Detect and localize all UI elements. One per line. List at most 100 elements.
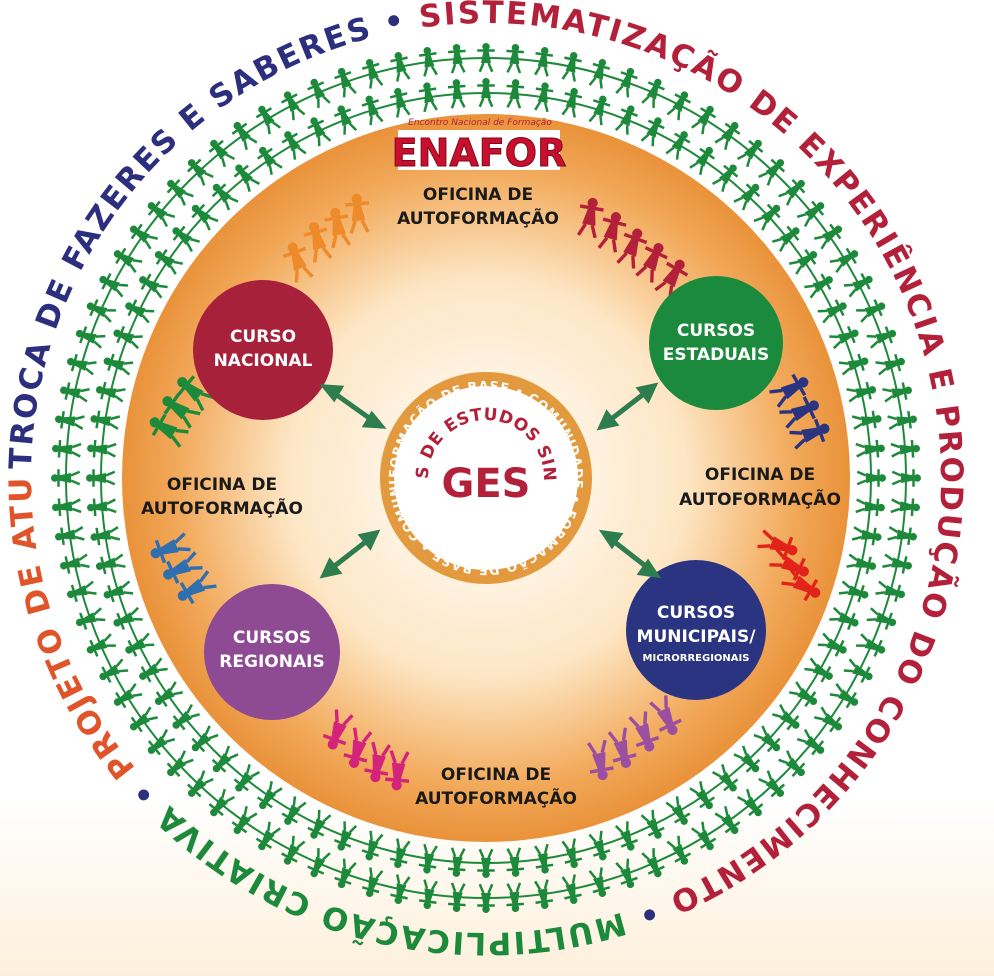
person-figure: [281, 796, 307, 825]
person-figure: [769, 548, 809, 581]
person-figure: [282, 242, 314, 283]
person-figure: [90, 410, 121, 430]
person-figure: [87, 439, 117, 458]
person-figure: [233, 764, 261, 792]
person-figure: [334, 105, 358, 135]
workshop-label-top: OFICINA DE AUTOFORMAÇÃO: [397, 185, 559, 229]
person-figure: [736, 788, 764, 817]
person-figure: [211, 745, 239, 773]
person-figure: [477, 43, 495, 73]
person-figure: [534, 82, 554, 113]
person-figure: [125, 299, 155, 324]
person-figure: [166, 178, 194, 206]
person-figure: [95, 553, 126, 575]
course-municipais: CURSOS MUNICIPAIS/ MICRORREGIONAIS: [626, 560, 766, 700]
person-figure: [390, 52, 411, 82]
person-figure: [887, 526, 917, 546]
person-figure: [163, 551, 203, 584]
person-figure: [628, 711, 660, 752]
person-figure: [172, 225, 200, 253]
person-figure: [506, 44, 524, 74]
person-figure: [597, 212, 627, 253]
person-figure: [186, 158, 214, 186]
person-figure: [586, 739, 614, 781]
person-figure: [506, 847, 525, 877]
course-regionais-line1: CURSOS: [233, 628, 311, 648]
person-figure: [334, 821, 358, 851]
person-figure: [477, 78, 495, 108]
person-figure: [477, 848, 495, 878]
person-figure: [447, 847, 466, 877]
person-figure: [843, 272, 873, 298]
person-figure: [534, 843, 554, 874]
person-figure: [361, 95, 384, 126]
person-figure: [139, 657, 168, 683]
course-nacional: CURSO NACIONAL: [193, 280, 333, 420]
person-figure: [448, 44, 466, 74]
person-figure: [113, 326, 143, 350]
person-figure: [322, 709, 354, 750]
person-figure: [51, 469, 81, 487]
person-figure: [689, 780, 716, 810]
person-figure: [796, 200, 825, 228]
person-figure: [139, 273, 168, 299]
person-figure: [614, 105, 638, 135]
person-figure: [829, 683, 859, 709]
person-figure: [211, 183, 239, 211]
person-figure: [772, 225, 800, 253]
course-estaduais: CURSOS ESTADUAIS: [649, 276, 783, 410]
person-figure: [616, 228, 648, 269]
person-figure: [882, 382, 912, 403]
person-figure: [113, 606, 143, 630]
person-figure: [753, 725, 781, 753]
workshop-label-bottom: OFICINA DE AUTOFORMAÇÃO: [415, 765, 577, 809]
person-figure: [334, 67, 357, 98]
person-figure: [856, 633, 886, 657]
people-groups: [149, 193, 830, 791]
person-figure: [280, 91, 306, 121]
person-figure: [758, 770, 786, 798]
course-nacional-line2: NACIONAL: [214, 351, 313, 371]
workshop-label-left: OFICINA DE AUTOFORMAÇÃO: [141, 475, 303, 519]
person-figure: [829, 326, 859, 350]
people-ring: [51, 43, 921, 913]
person-figure: [52, 498, 82, 516]
person-figure: [208, 139, 236, 168]
person-figure: [753, 203, 781, 231]
course-estaduais-circle: [649, 276, 783, 410]
person-figure: [829, 247, 859, 273]
person-figure: [231, 121, 258, 150]
person-figure: [389, 838, 411, 869]
person-figure: [334, 858, 357, 889]
person-figure: [665, 131, 691, 160]
arrows: [319, 382, 662, 579]
person-figure: [689, 146, 716, 176]
person-figure: [99, 272, 129, 298]
person-figure: [95, 381, 126, 403]
person-figure: [614, 821, 638, 851]
person-figure: [561, 52, 582, 82]
person-figure: [186, 770, 214, 798]
person-figure: [817, 632, 847, 657]
person-figure: [129, 223, 158, 250]
person-figure: [385, 750, 410, 791]
person-figure: [890, 440, 920, 458]
person-figure: [324, 207, 352, 249]
person-figure: [87, 498, 117, 517]
person-figure: [149, 413, 189, 448]
person-figure: [788, 248, 818, 275]
person-figure: [588, 830, 611, 861]
person-figure: [851, 410, 882, 430]
enafor-logo: Encontro Nacional de Formação ENAFOR: [391, 118, 567, 176]
person-figure: [75, 326, 106, 349]
person-figure: [303, 222, 333, 263]
person-figure: [389, 87, 411, 118]
person-figure: [361, 867, 384, 898]
person-figure: [779, 396, 819, 429]
person-figure: [86, 299, 116, 323]
person-figure: [129, 706, 158, 733]
person-figure: [361, 58, 384, 89]
person-figure: [641, 78, 665, 108]
course-regionais-circle: [204, 584, 340, 720]
person-figure: [150, 532, 191, 564]
